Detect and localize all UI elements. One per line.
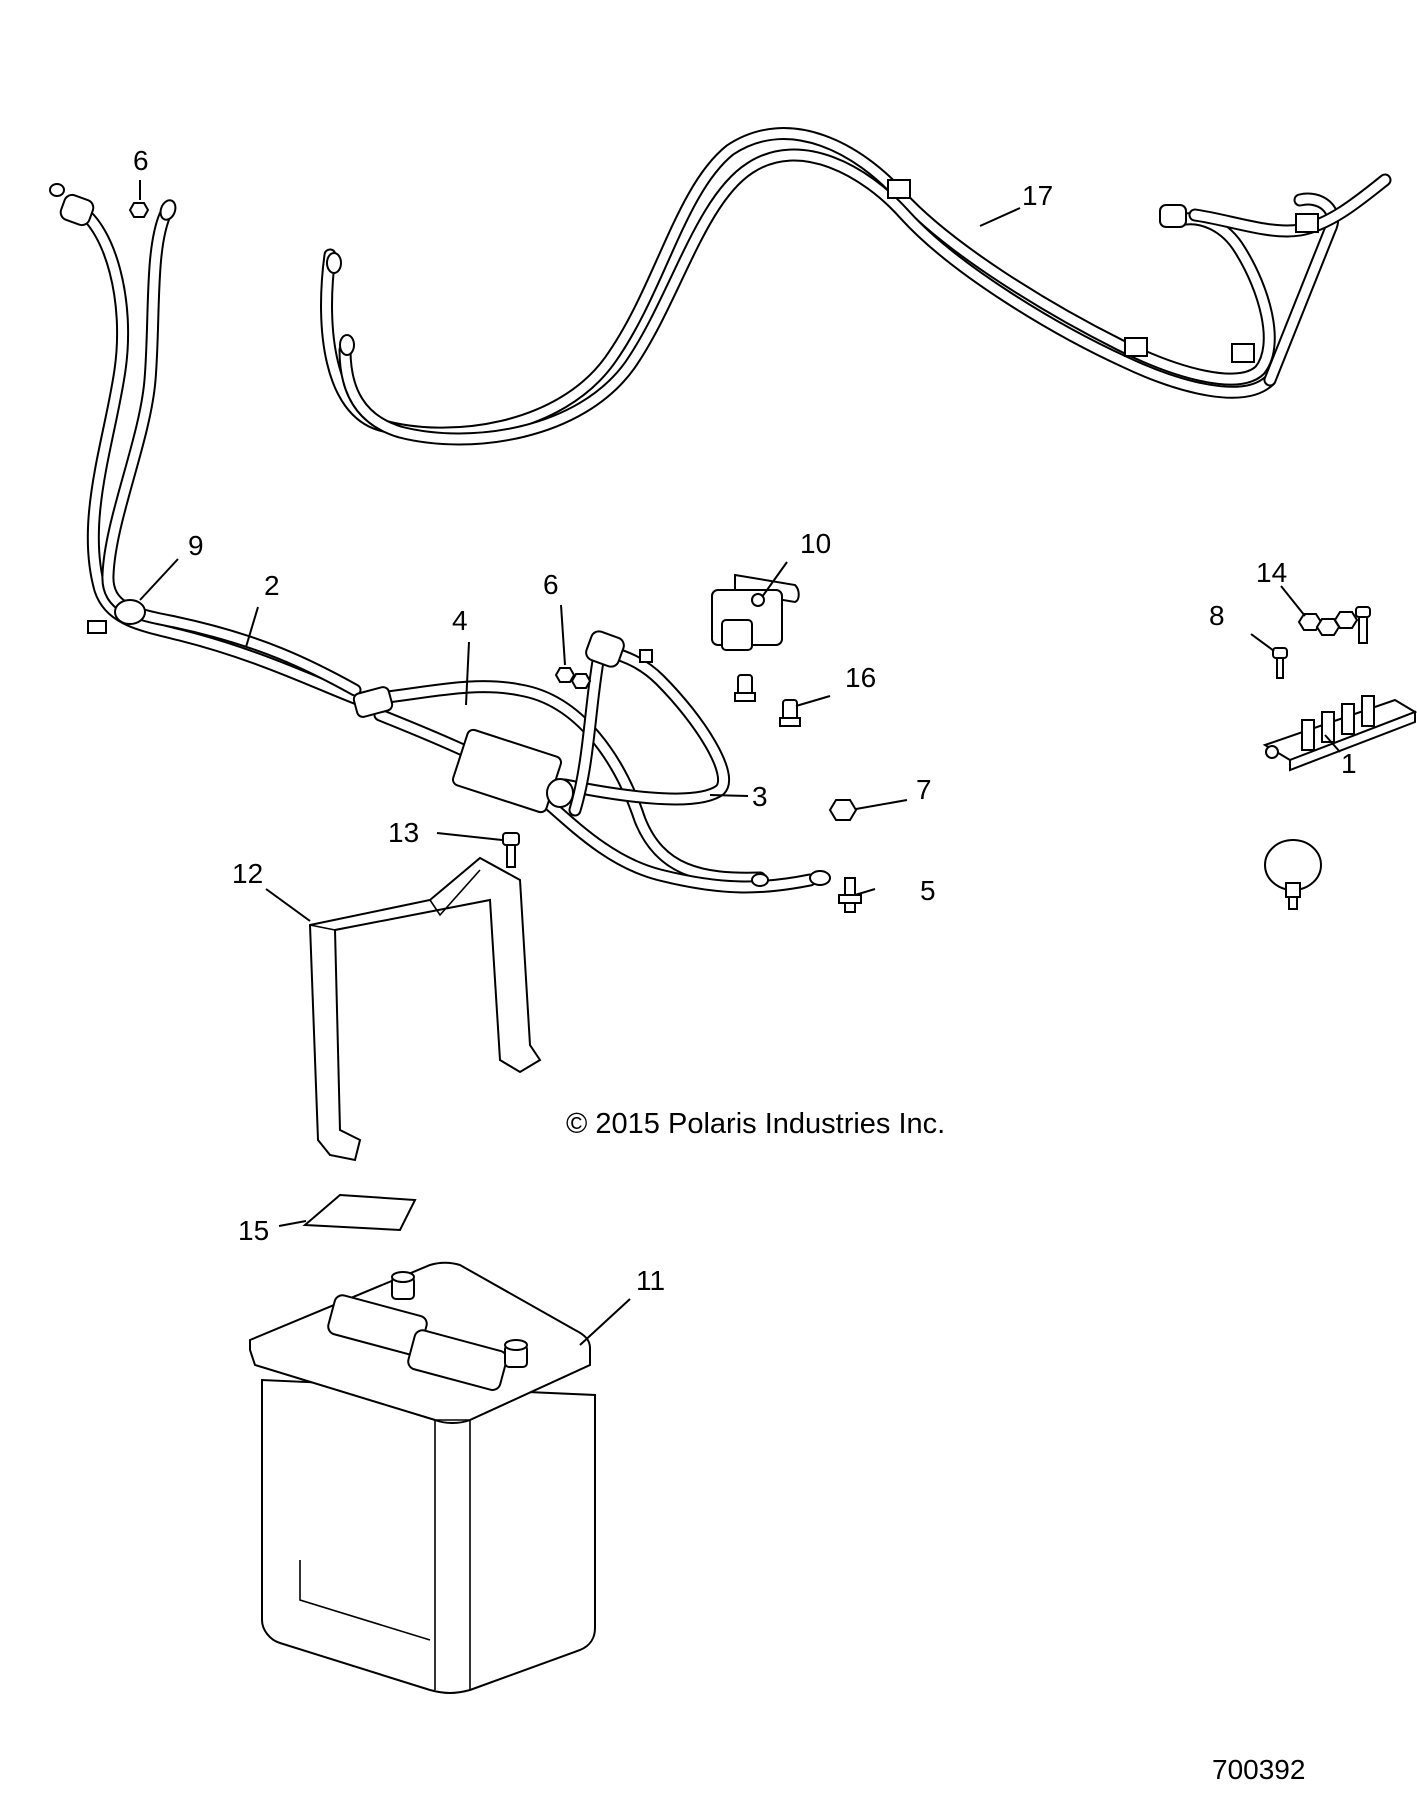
screw-8 — [1272, 647, 1288, 679]
bracket-12 — [308, 856, 542, 1162]
callout-6b: 6 — [543, 569, 559, 600]
callout-5: 5 — [920, 875, 936, 906]
harness-17 — [320, 127, 1392, 446]
terminal-block-1 — [1262, 695, 1417, 772]
figure-number: 700392 — [1212, 1754, 1305, 1785]
nut-7 — [828, 799, 858, 821]
bolt-13 — [502, 832, 520, 868]
callout-12: 12 — [232, 858, 263, 889]
bolt-16 — [734, 674, 801, 727]
callout-2: 2 — [264, 570, 280, 601]
callout-9: 9 — [188, 530, 204, 561]
callout-8: 8 — [1209, 600, 1225, 631]
callout-14: 14 — [1256, 557, 1287, 588]
callout-1: 1 — [1341, 748, 1357, 779]
leader-lines — [139, 180, 1341, 1346]
callout-6a: 6 — [133, 145, 149, 176]
copyright-notice: © 2015 Polaris Industries Inc. — [566, 1108, 945, 1140]
solenoid-10 — [711, 573, 800, 651]
nut-14 — [1297, 606, 1371, 644]
callouts: 1 2 3 4 5 6 6 7 8 9 10 11 12 13 14 15 16… — [133, 145, 1357, 1296]
callout-11: 11 — [636, 1265, 665, 1296]
callout-3: 3 — [752, 781, 768, 812]
battery-11 — [249, 1261, 596, 1694]
callout-7: 7 — [916, 774, 932, 805]
pad-15 — [302, 1193, 417, 1232]
callout-16: 16 — [845, 662, 876, 693]
callout-10: 10 — [800, 528, 831, 559]
nut-6b — [554, 667, 592, 689]
callout-13: 13 — [388, 817, 419, 848]
callout-4: 4 — [452, 605, 468, 636]
nut-6a — [128, 202, 150, 218]
clamp — [1264, 839, 1322, 910]
cable-3 — [451, 630, 730, 817]
cable-2 — [49, 183, 367, 707]
callout-17: 17 — [1022, 180, 1053, 211]
callout-15: 15 — [238, 1215, 269, 1246]
